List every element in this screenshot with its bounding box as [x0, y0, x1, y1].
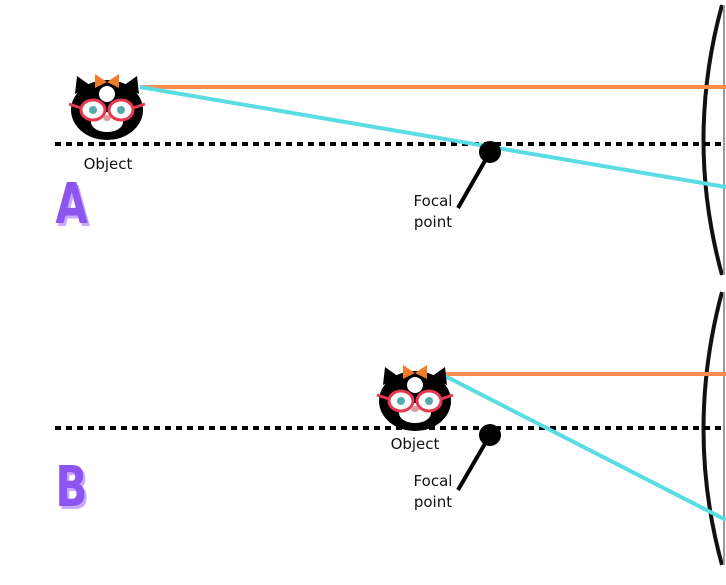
focal-label-line2: point — [413, 213, 453, 231]
cat-object-icon — [375, 363, 455, 433]
cat-object-icon — [67, 72, 147, 142]
focal-ray-b — [444, 374, 726, 522]
object-label-b: Object — [390, 435, 440, 453]
panel-b — [55, 291, 726, 566]
focal-point-b — [479, 424, 501, 446]
panel-letter-b: B — [55, 455, 88, 520]
focal-point-a — [479, 141, 501, 163]
object-label-a: Object — [83, 155, 133, 173]
panel-letter-a: A — [55, 172, 88, 237]
focal-label-b: Focal point — [398, 471, 468, 513]
focal-label-line2: point — [413, 493, 453, 511]
lens-a — [701, 4, 724, 276]
focal-label-line1: Focal — [413, 472, 453, 490]
focal-label-a: Focal point — [398, 191, 468, 233]
panel-a — [55, 4, 726, 276]
focal-label-line1: Focal — [413, 192, 453, 210]
lens-b — [701, 291, 724, 566]
focal-ray-a — [139, 85, 726, 189]
